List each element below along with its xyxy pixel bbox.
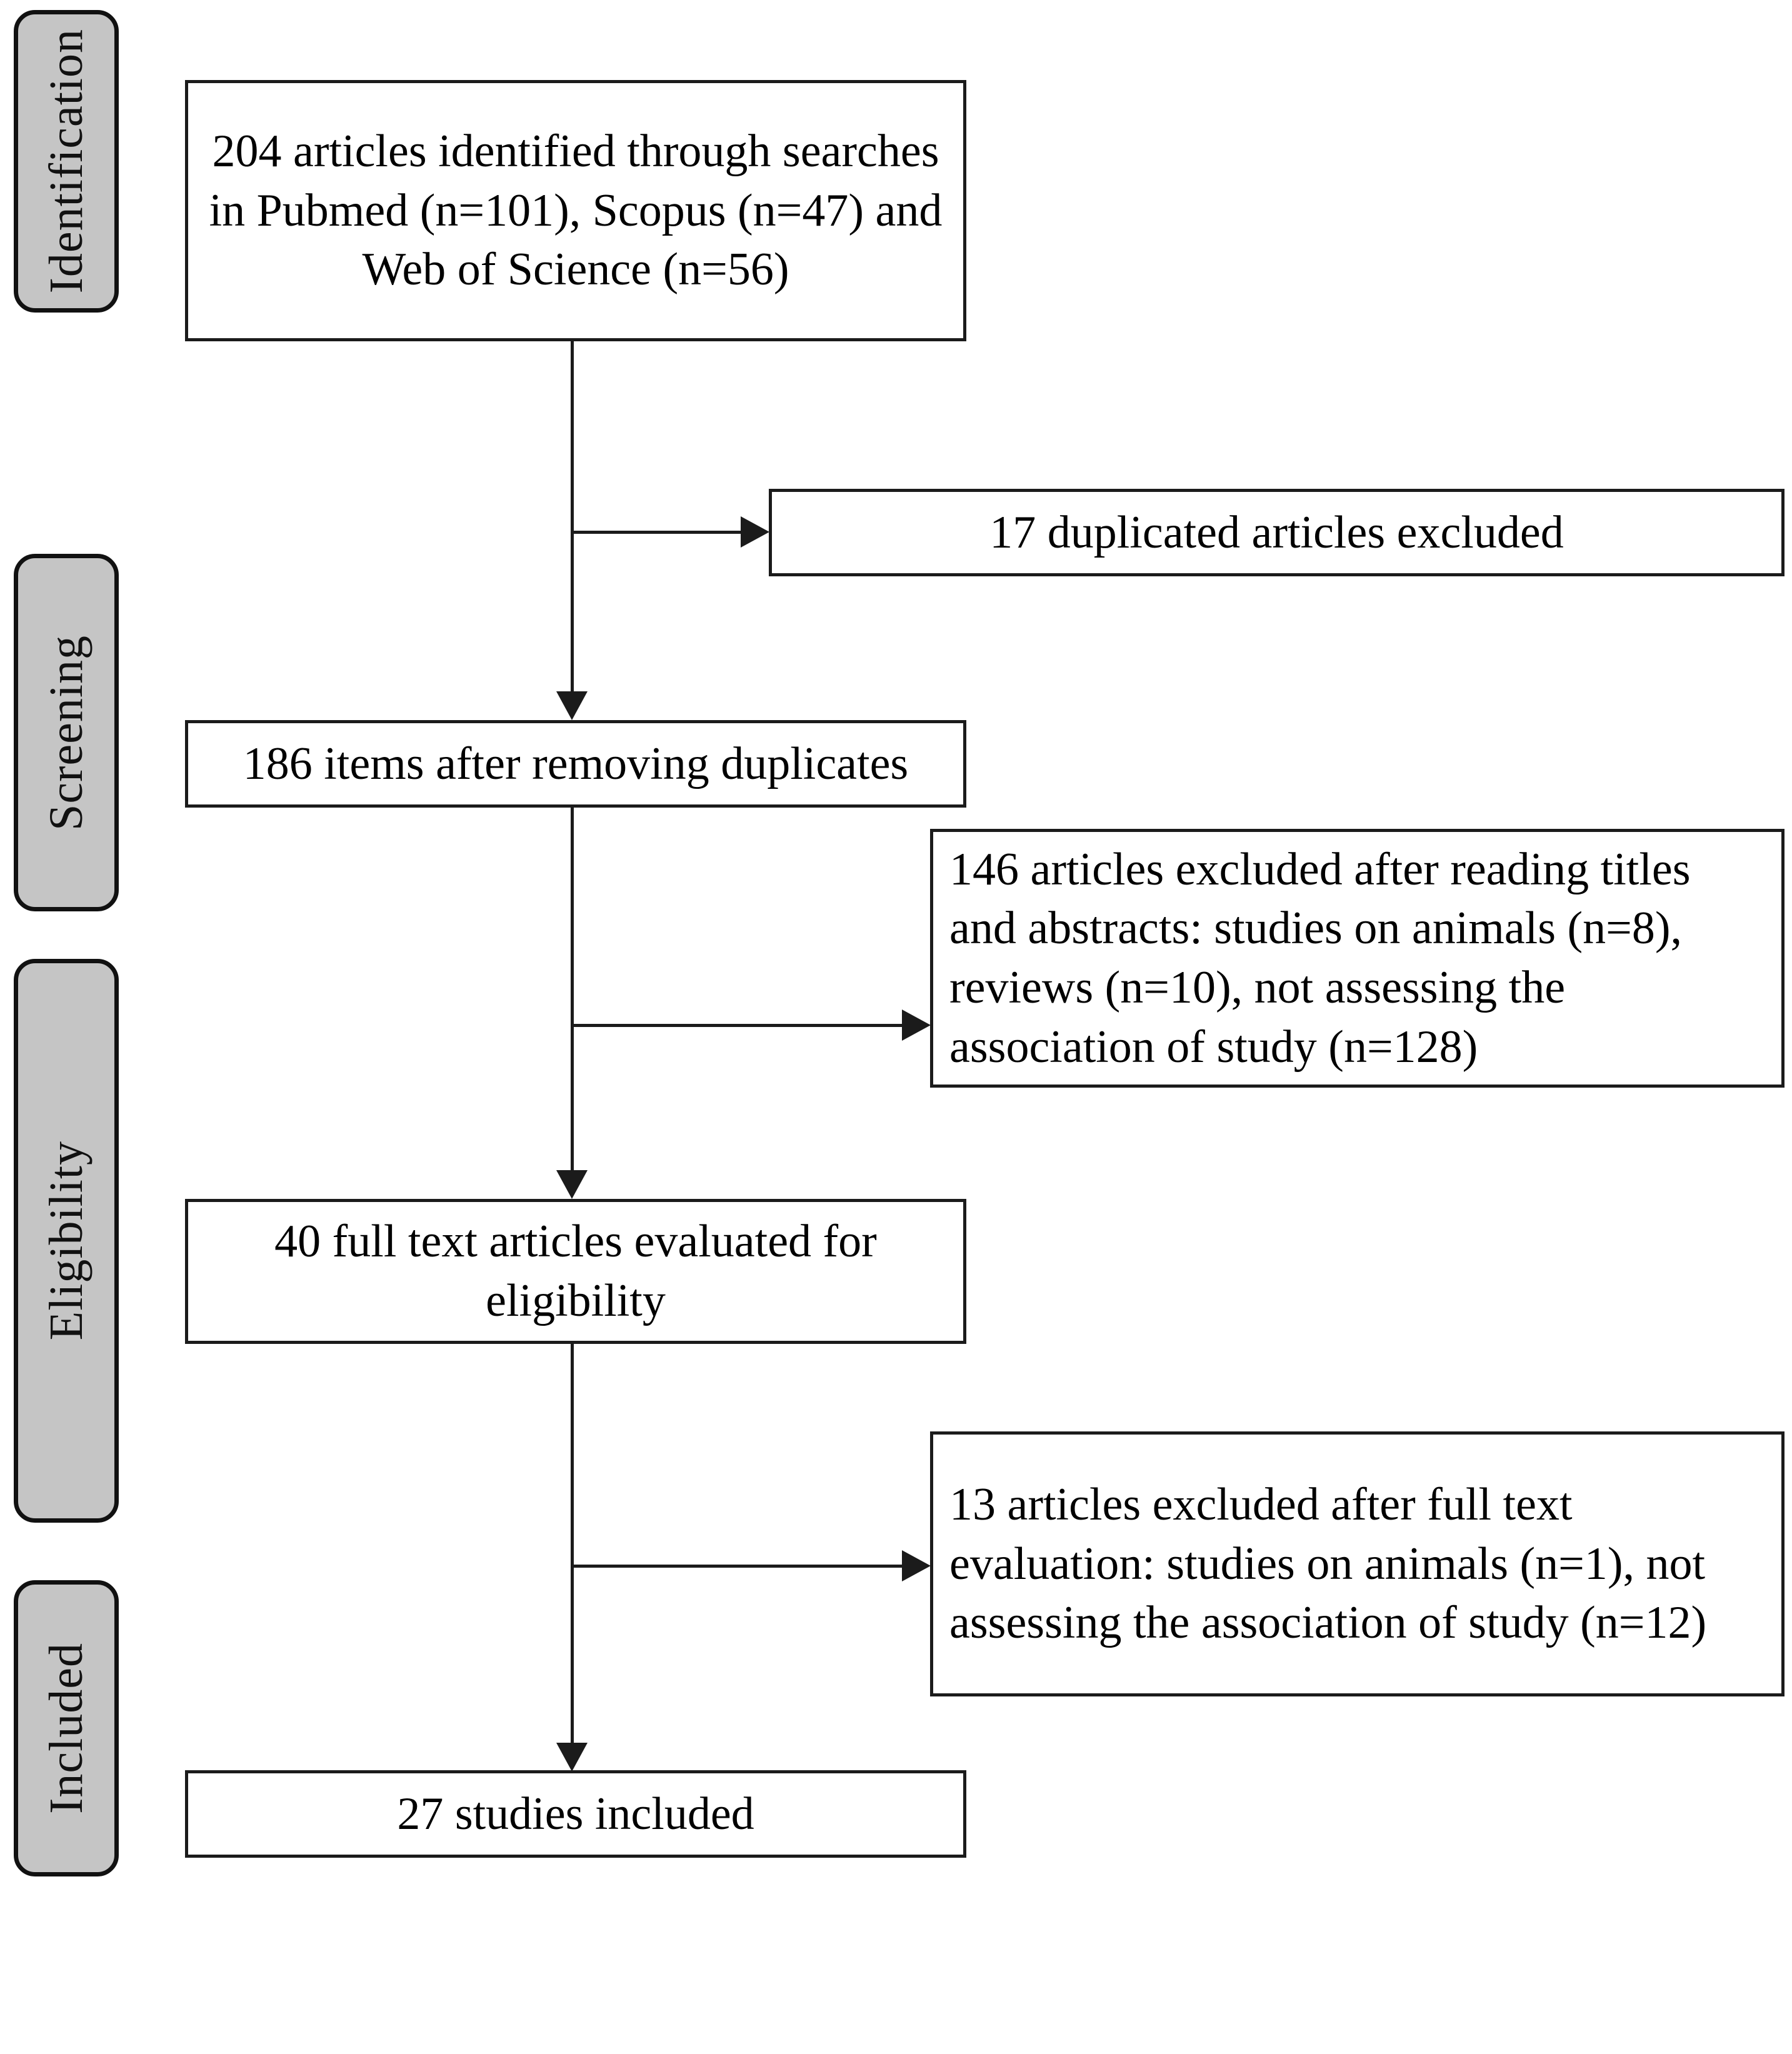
connector-branch-to-titles-abstracts-excluded [571,1024,902,1027]
arrow-down-to-after-duplicates [556,691,588,720]
stage-band-eligibility: Eligibility [14,959,119,1523]
box-duplicated-articles-excluded-text: 17 duplicated articles excluded [989,506,1564,558]
stage-label-screening: Screening [40,634,93,831]
arrow-right-to-duplicates-excluded [741,516,769,548]
box-full-text-excluded: 13 articles excluded after full text eva… [930,1431,1784,1696]
connector-branch-to-full-text-excluded [571,1565,902,1568]
stage-label-included: Included [40,1643,93,1814]
connector-branch-to-duplicates-excluded [571,531,741,534]
box-titles-abstracts-excluded-text: 146 articles excluded after reading titl… [949,843,1691,1073]
box-titles-abstracts-excluded: 146 articles excluded after reading titl… [930,829,1784,1088]
stage-label-identification: Identification [40,29,93,294]
box-articles-identified: 204 articles identified through searches… [185,80,966,341]
stage-band-included: Included [14,1580,119,1876]
connector-identified-to-duplicates [571,341,574,693]
stage-label-eligibility: Eligibility [40,1141,93,1341]
stage-band-screening: Screening [14,554,119,911]
box-articles-identified-text: 204 articles identified through searches… [209,125,943,296]
connector-after-duplicates-to-full-text [571,808,574,1171]
arrow-down-to-studies-included [556,1743,588,1771]
connector-full-text-to-included [571,1344,574,1744]
box-full-text-excluded-text: 13 articles excluded after full text eva… [949,1478,1707,1649]
box-items-after-removing-duplicates: 186 items after removing duplicates [185,720,966,808]
arrow-right-to-titles-abstracts-excluded [902,1009,931,1041]
stage-band-identification: Identification [14,10,119,313]
box-duplicated-articles-excluded: 17 duplicated articles excluded [769,489,1784,576]
box-items-after-removing-duplicates-text: 186 items after removing duplicates [243,738,909,789]
box-studies-included: 27 studies included [185,1770,966,1858]
arrow-down-to-full-text-evaluated [556,1170,588,1199]
box-studies-included-text: 27 studies included [397,1788,754,1840]
arrow-right-to-full-text-excluded [902,1550,931,1581]
box-full-text-articles-evaluated: 40 full text articles evaluated for elig… [185,1199,966,1344]
box-full-text-articles-evaluated-text: 40 full text articles evaluated for elig… [274,1216,877,1326]
